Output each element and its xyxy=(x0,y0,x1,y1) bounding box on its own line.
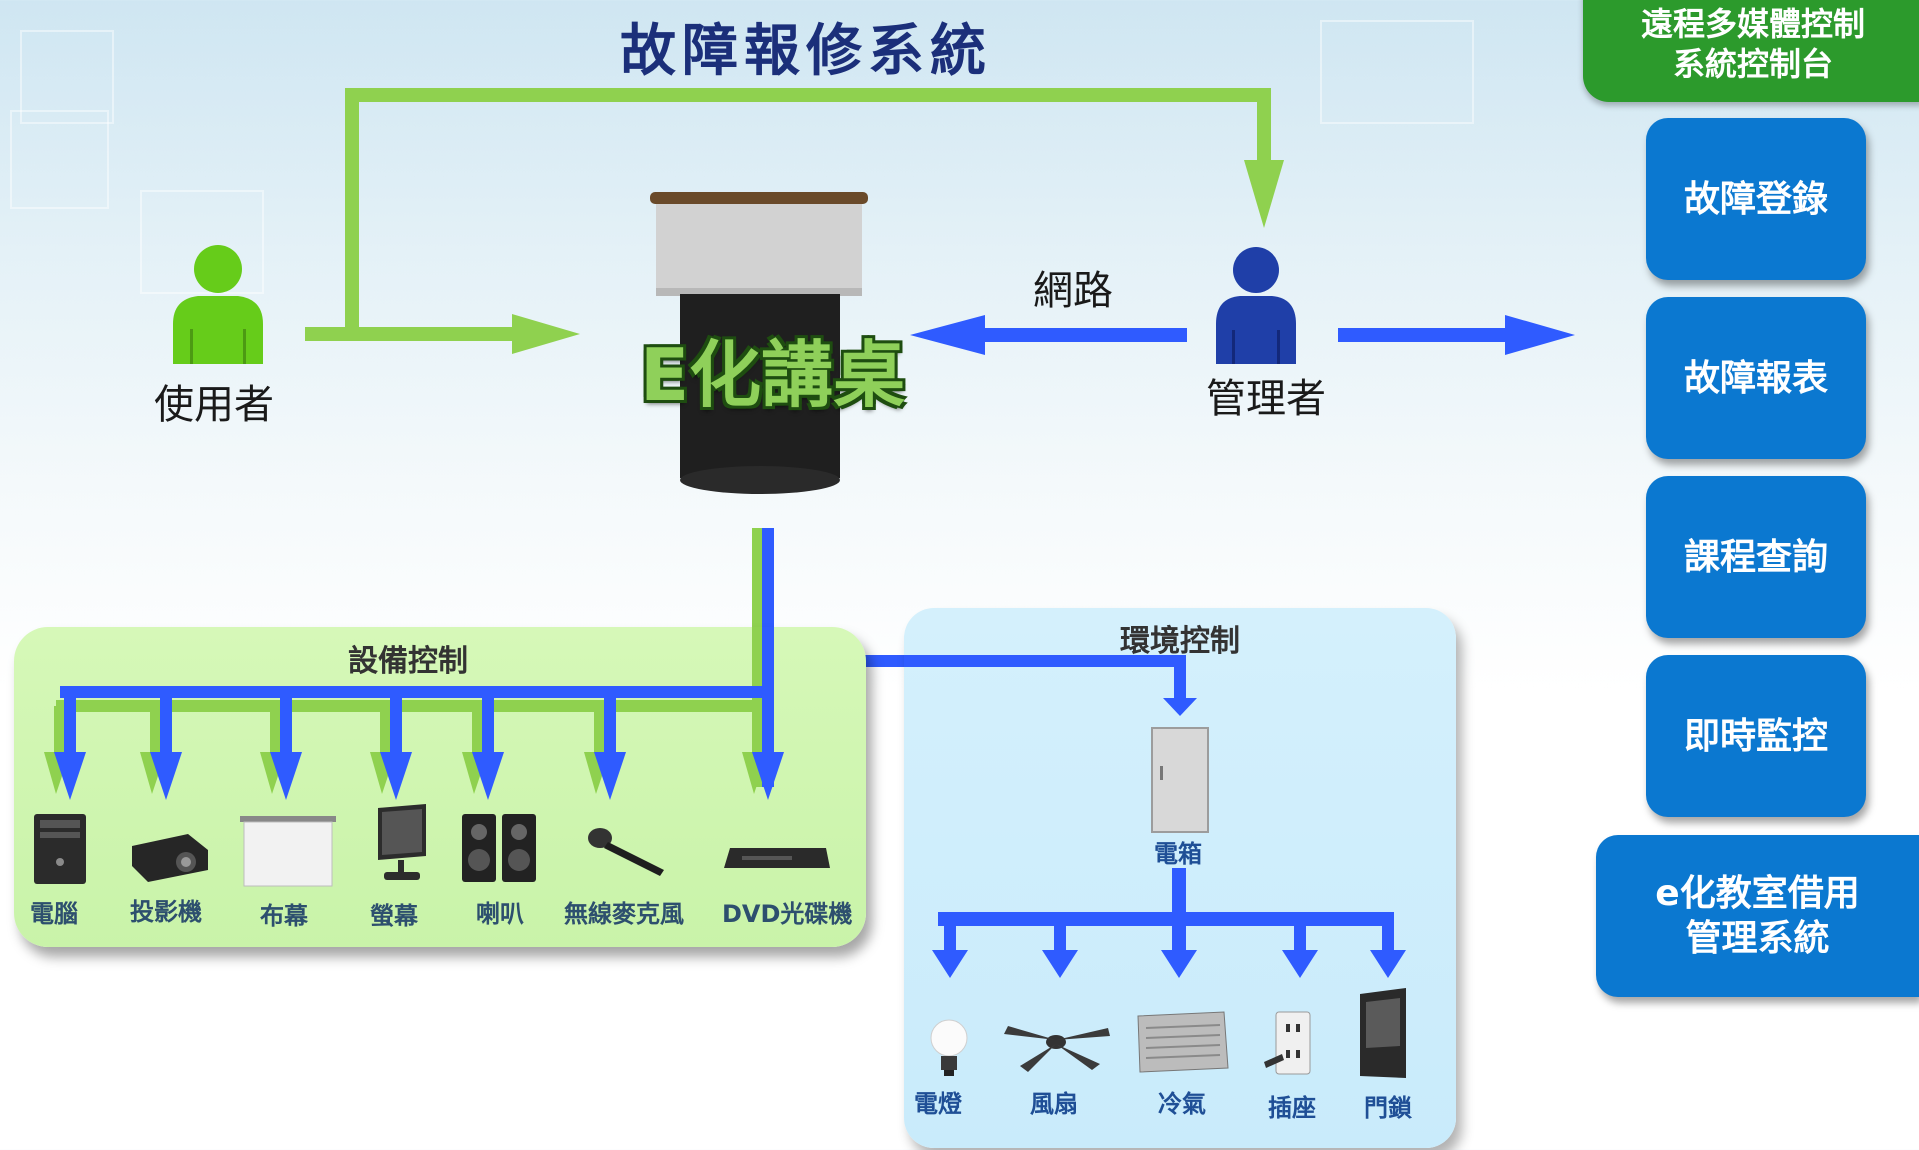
projection-screen-icon xyxy=(240,816,336,887)
network-label: 網路 xyxy=(1033,268,1113,314)
power-outlet-icon xyxy=(1264,1011,1311,1075)
podium-label: E化講桌 xyxy=(640,333,906,417)
environment-panel-title: 環境控制 xyxy=(1120,624,1240,659)
blue-arrowhead-console xyxy=(1505,315,1575,355)
diagram-title: 故障報修系統 xyxy=(620,19,992,84)
green-user-to-podium xyxy=(305,327,525,341)
console-header: 遠程多媒體控制 系統控制台 xyxy=(1583,0,1919,102)
microphone-icon xyxy=(588,828,664,876)
door-lock-icon xyxy=(1360,988,1406,1078)
equipment-label: 布幕 xyxy=(260,902,308,930)
air-conditioner-icon xyxy=(1137,1011,1229,1073)
background-cube xyxy=(20,30,114,124)
projector-icon xyxy=(132,834,208,882)
green-arrowhead-podium xyxy=(512,314,580,354)
equipment-label: DVD光碟機 xyxy=(722,900,853,928)
background-cube xyxy=(10,110,109,209)
user-person-icon xyxy=(173,245,263,364)
green-report-path xyxy=(345,88,1271,330)
background-cube xyxy=(1320,20,1474,124)
fault-register-button[interactable]: 故障登錄 xyxy=(1646,118,1866,280)
environment-label: 門鎖 xyxy=(1364,1094,1412,1122)
equipment-label: 無線麥克風 xyxy=(564,900,684,928)
equipment-control-panel xyxy=(14,627,866,947)
equipment-label: 電腦 xyxy=(30,900,78,928)
dvd-player-icon xyxy=(724,848,830,868)
equipment-label: 喇叭 xyxy=(476,900,524,928)
user-label: 使用者 xyxy=(154,382,274,428)
blue-admin-to-console xyxy=(1338,328,1518,342)
environment-label: 冷氣 xyxy=(1158,1090,1206,1118)
environment-label: 插座 xyxy=(1268,1094,1316,1122)
admin-person-icon xyxy=(1216,247,1296,364)
speakers-icon xyxy=(462,814,536,882)
course-query-button[interactable]: 課程查詢 xyxy=(1646,476,1866,638)
fault-report-button[interactable]: 故障報表 xyxy=(1646,297,1866,459)
podium-icon xyxy=(650,192,868,494)
computer-tower-icon xyxy=(34,814,86,884)
environment-label: 風扇 xyxy=(1030,1090,1078,1118)
realtime-monitor-button[interactable]: 即時監控 xyxy=(1646,655,1866,817)
blue-admin-to-podium xyxy=(975,328,1187,342)
electrical-box-icon xyxy=(1151,727,1209,833)
light-bulb-icon xyxy=(930,1019,968,1076)
blue-arrowhead-podium xyxy=(910,315,985,355)
admin-label: 管理者 xyxy=(1206,376,1326,422)
classroom-borrowing-button[interactable]: e化教室借用 管理系統 xyxy=(1596,835,1919,997)
electrical-box-label: 電箱 xyxy=(1154,840,1202,868)
background-cube xyxy=(140,190,264,294)
equipment-panel-title: 設備控制 xyxy=(348,644,468,679)
environment-label: 電燈 xyxy=(914,1090,962,1118)
equipment-label: 投影機 xyxy=(130,898,202,926)
monitor-icon xyxy=(378,804,426,880)
green-arrowhead-down-admin xyxy=(1244,160,1284,228)
ceiling-fan-icon xyxy=(1004,1026,1110,1072)
equipment-label: 螢幕 xyxy=(370,902,418,930)
